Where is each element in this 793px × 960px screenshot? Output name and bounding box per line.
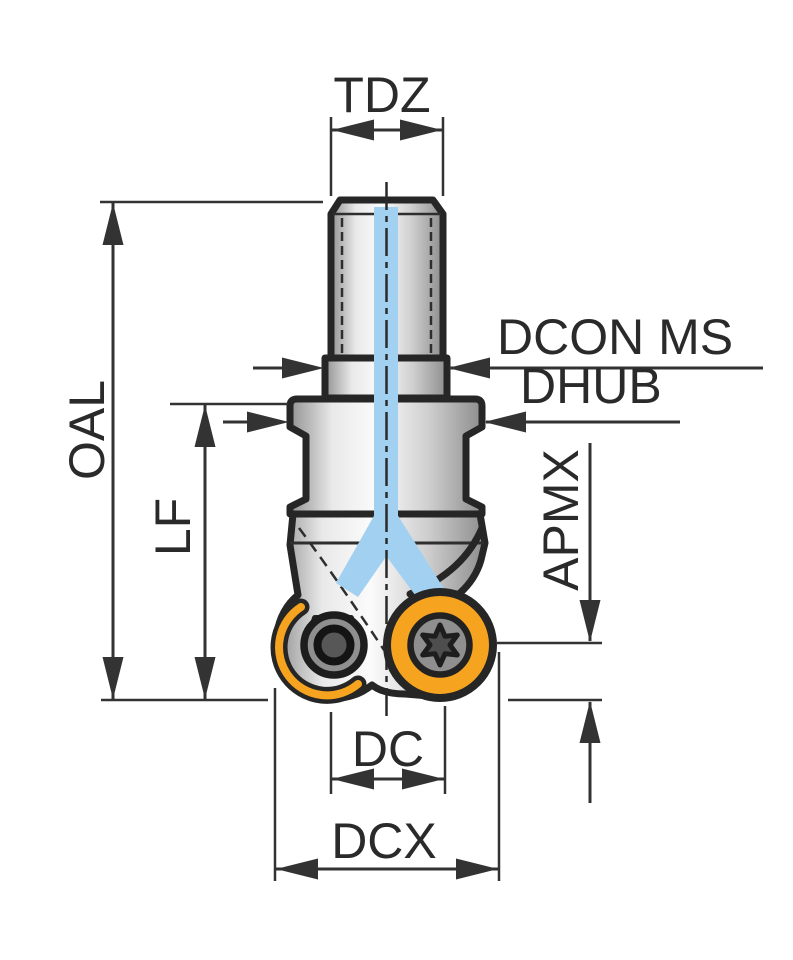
dim-label-apmx: APMX: [533, 449, 589, 591]
torx-star-icon: [420, 622, 460, 668]
dim-label-dhub: DHUB: [520, 358, 662, 414]
dimensions: TDZ OAL LF DCON MS DHUB APMX: [59, 67, 763, 881]
tool-body: [270, 182, 497, 716]
dim-label-dc: DC: [352, 721, 424, 777]
dim-label-lf: LF: [145, 498, 201, 556]
dim-label-dcx: DCX: [331, 813, 437, 869]
dim-label-oal: OAL: [59, 380, 115, 480]
left-insert-screw: [300, 611, 368, 679]
right-insert: [383, 588, 497, 702]
dim-label-tdz: TDZ: [333, 67, 430, 123]
left-insert: [270, 598, 367, 704]
hidden-flute-dashed: [297, 527, 386, 651]
dim-label-dcon-ms: DCON MS: [497, 309, 733, 365]
